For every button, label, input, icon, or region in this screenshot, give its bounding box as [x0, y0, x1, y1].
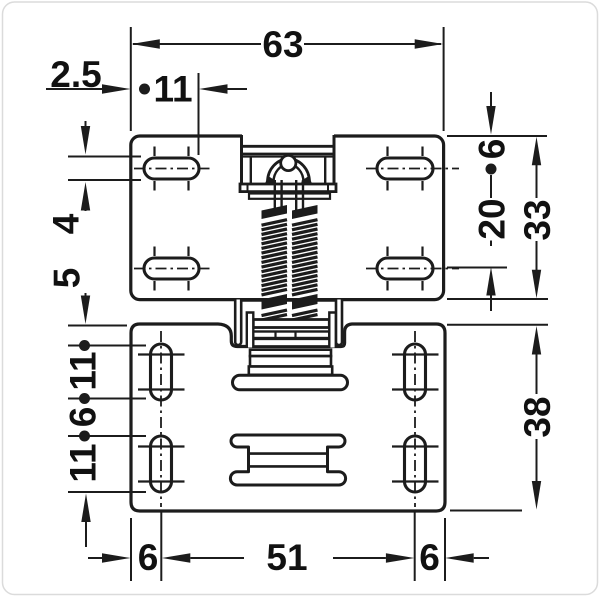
svg-text:11: 11 [62, 443, 103, 482]
svg-text:38: 38 [517, 396, 558, 437]
svg-text:63: 63 [262, 24, 303, 65]
svg-text:6: 6 [419, 537, 440, 578]
svg-text:6: 6 [471, 139, 512, 160]
svg-text:33: 33 [517, 199, 558, 240]
svg-text:6: 6 [62, 407, 103, 428]
svg-text:51: 51 [266, 537, 307, 578]
svg-text:11: 11 [153, 69, 192, 110]
svg-text:5: 5 [46, 268, 87, 289]
svg-text:4: 4 [45, 213, 86, 234]
svg-text:20: 20 [471, 198, 512, 239]
svg-text:6: 6 [138, 537, 159, 578]
svg-text:11: 11 [62, 351, 103, 390]
